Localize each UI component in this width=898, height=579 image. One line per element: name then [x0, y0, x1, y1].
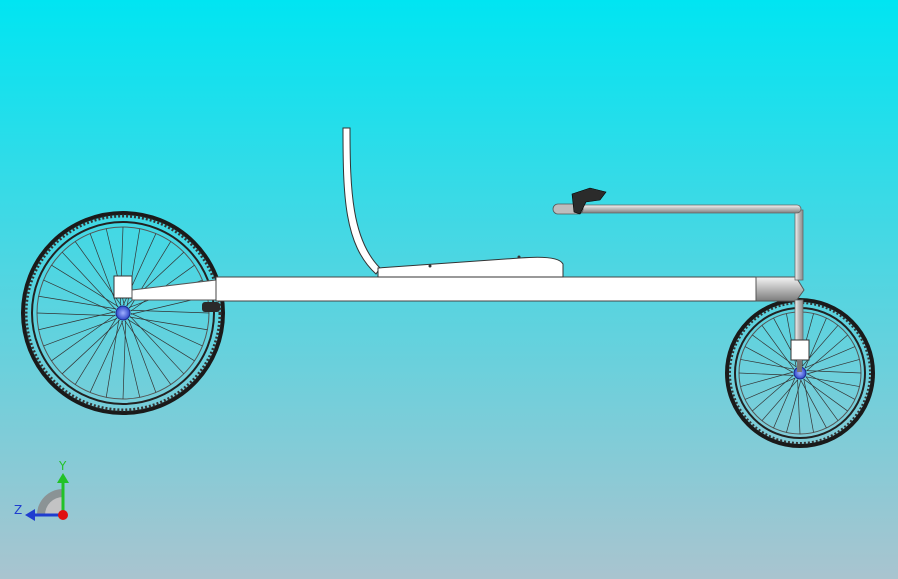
- spoke: [130, 313, 203, 347]
- rear-rim: [31, 221, 215, 405]
- x-axis-dot: [58, 510, 68, 520]
- spoke: [89, 320, 123, 393]
- spoke: [806, 334, 848, 372]
- fork-crown: [794, 299, 804, 341]
- seat-bolt-1: [428, 264, 432, 268]
- spoke: [38, 311, 116, 331]
- orientation-triad[interactable]: Y Z: [14, 459, 69, 521]
- spoke: [786, 379, 802, 433]
- spoke: [803, 378, 814, 433]
- spoke: [51, 314, 116, 362]
- seat-pan: [377, 256, 564, 278]
- rear-derailleur: [202, 302, 220, 312]
- spoke: [74, 317, 117, 385]
- rear-tire: [21, 211, 225, 415]
- spoke: [740, 359, 795, 370]
- seat-bolt-2: [517, 255, 521, 259]
- spoke: [773, 377, 796, 429]
- spoke: [804, 346, 856, 369]
- spoke: [43, 318, 118, 347]
- spoke: [805, 376, 839, 421]
- spoke: [89, 233, 118, 308]
- spoke: [51, 264, 119, 307]
- handlebar: [556, 204, 802, 214]
- main-boom-tube: [215, 276, 759, 302]
- spoke: [806, 373, 856, 400]
- spoke: [130, 309, 210, 314]
- rear-hub: [115, 305, 131, 321]
- spoke: [744, 377, 796, 400]
- spoke: [740, 371, 794, 387]
- spoke: [800, 379, 827, 429]
- spoke: [128, 318, 157, 393]
- spoke: [105, 319, 120, 398]
- rear-dropout: [113, 275, 133, 299]
- seat[interactable]: [342, 127, 564, 278]
- head-joint-cone: [755, 276, 805, 302]
- y-axis-label: Y: [58, 459, 67, 473]
- z-axis-arrowhead: [25, 509, 35, 521]
- spoke: [752, 334, 797, 368]
- fork-block: [790, 339, 810, 361]
- rear-tire-tread: [24, 214, 222, 412]
- spoke: [127, 319, 195, 362]
- spoke: [129, 316, 185, 375]
- spoke: [61, 251, 117, 310]
- spoke: [797, 379, 801, 435]
- spoke: [803, 378, 848, 412]
- z-axis-label: Z: [14, 503, 22, 517]
- spoke: [761, 379, 799, 421]
- spoke: [805, 376, 860, 387]
- spoke: [121, 320, 141, 398]
- spoke: [74, 241, 122, 306]
- steering[interactable]: [552, 187, 810, 372]
- fork-leg: [797, 360, 802, 372]
- triad-quadrant-shade: [45, 497, 63, 515]
- spoke: [738, 372, 794, 376]
- steering-stem: [794, 209, 804, 281]
- spoke: [122, 320, 127, 400]
- spoke: [806, 370, 862, 374]
- brake-lever: [571, 187, 607, 215]
- spoke: [36, 312, 116, 317]
- spoke: [61, 319, 120, 375]
- spoke: [806, 359, 860, 375]
- spoke: [744, 346, 794, 373]
- spoke: [752, 374, 794, 412]
- spoke: [129, 316, 208, 331]
- spoke: [761, 325, 795, 370]
- y-axis-arrowhead: [57, 473, 69, 483]
- spoke: [124, 320, 172, 385]
- spoke: [38, 295, 117, 310]
- spoke: [43, 279, 116, 313]
